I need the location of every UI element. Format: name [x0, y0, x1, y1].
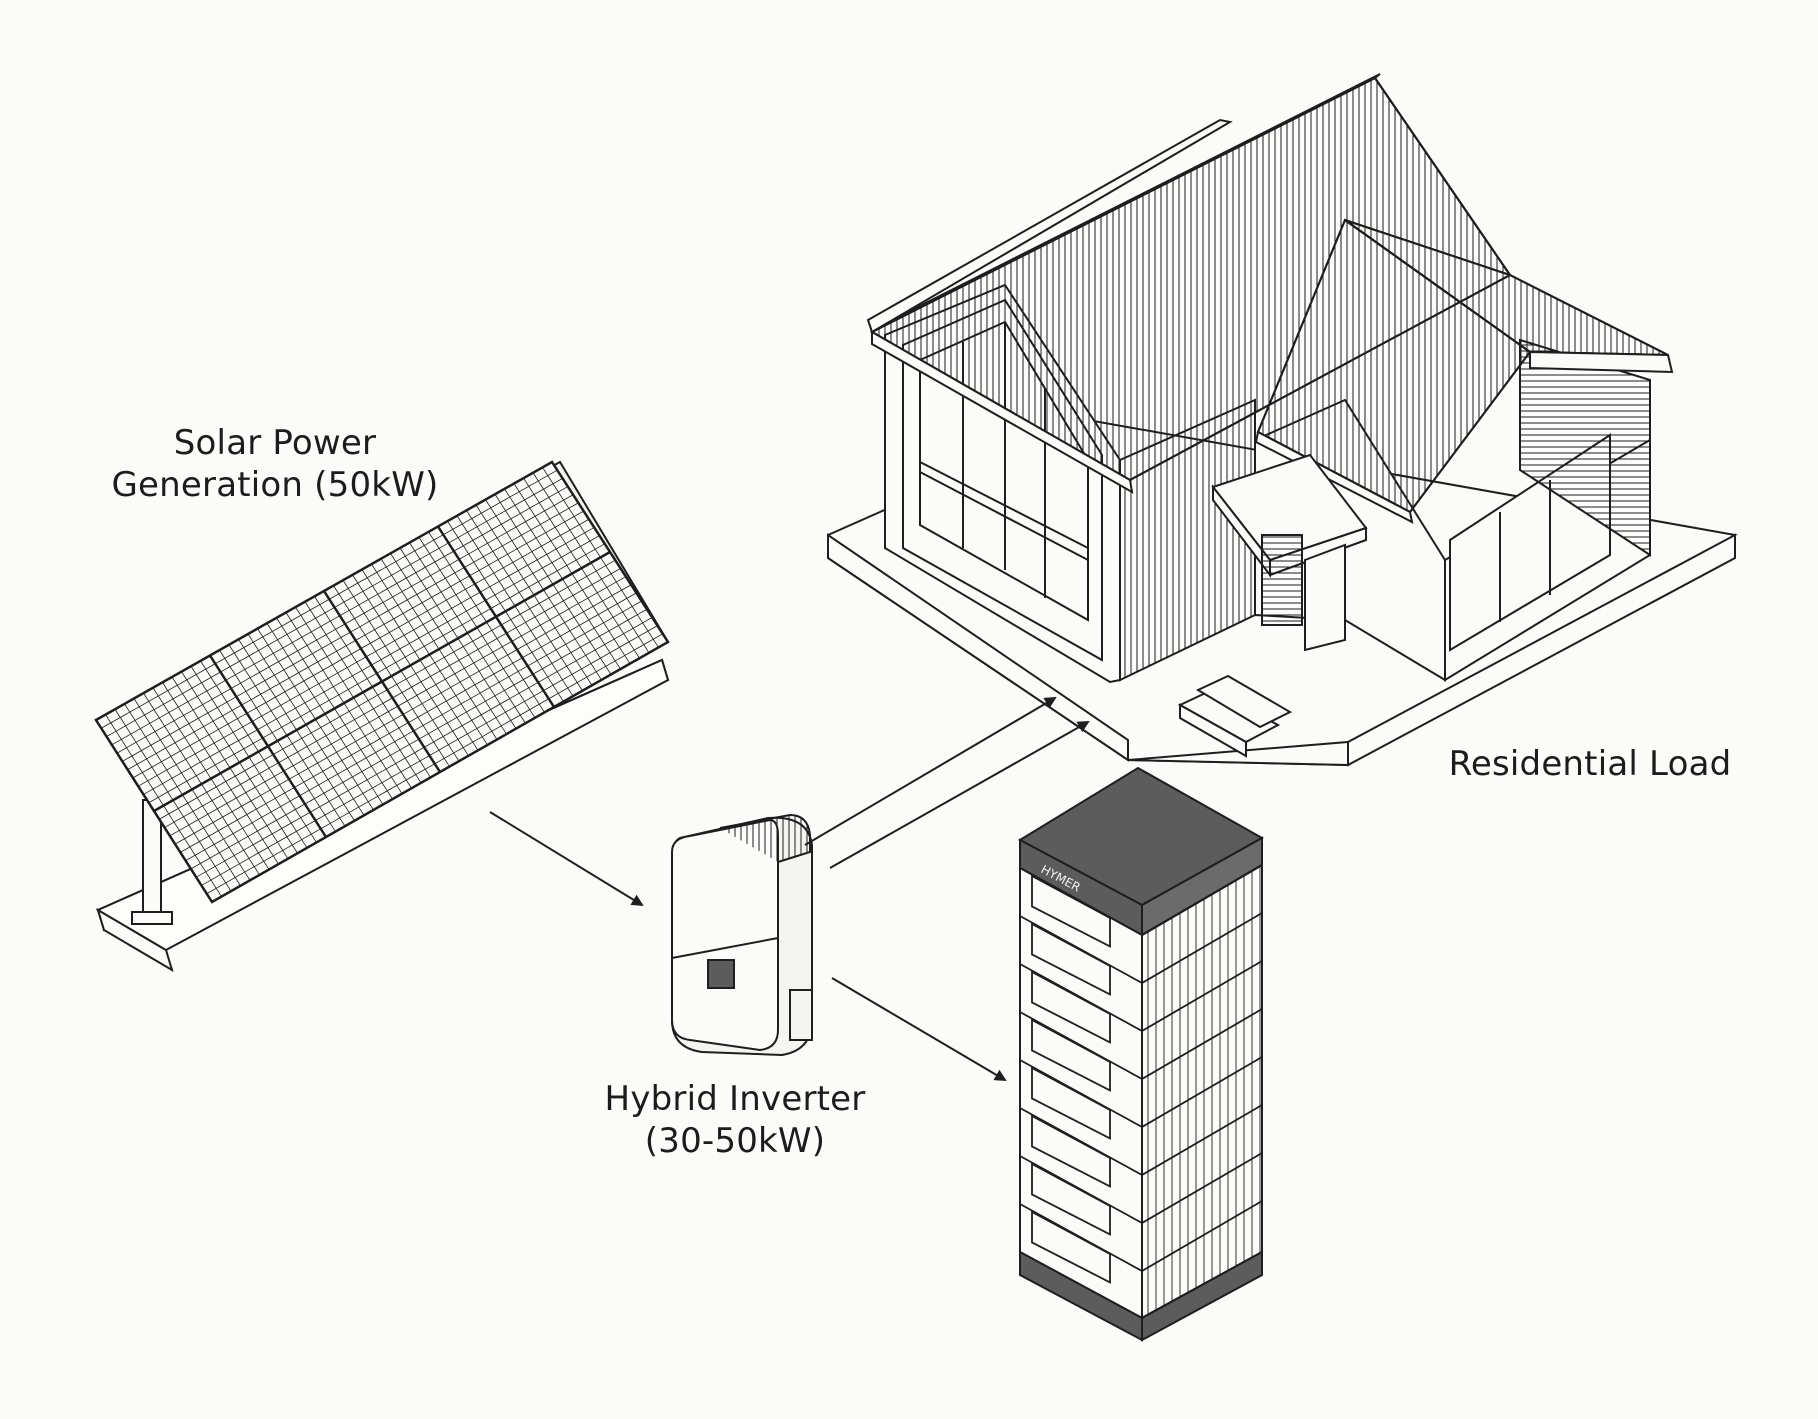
solar-cell-line	[127, 510, 584, 770]
battery-module	[1031, 1066, 1111, 1140]
solar-cell-line	[201, 625, 658, 886]
battery-module-separator	[1019, 1056, 1263, 1129]
inverter-label: Hybrid Inverter (30-50kW)	[585, 1078, 885, 1162]
solar-cell-line	[122, 502, 579, 762]
solar-cell-line	[190, 608, 648, 870]
solar-cell-line	[174, 584, 632, 845]
solar-cell-line	[137, 527, 595, 787]
battery-module-separator	[1019, 960, 1263, 1033]
flow-arrows	[489, 696, 1090, 1082]
battery-module	[1031, 1210, 1111, 1284]
battery-module	[1031, 970, 1111, 1044]
battery-module	[1031, 1018, 1111, 1092]
solar-panel-icon	[94, 460, 670, 973]
solar-cell-line	[195, 617, 653, 878]
battery-module-separator	[1019, 1200, 1263, 1273]
solar-cell-line	[143, 535, 600, 795]
solar-cell-line	[180, 592, 637, 853]
solar-label-line-1: Solar Power	[173, 423, 377, 463]
inverter-label-line-2: (30-50kW)	[644, 1121, 826, 1161]
battery-module-separator	[1019, 1104, 1263, 1177]
solar-cell-line	[153, 550, 611, 813]
solar-cell-line	[106, 478, 563, 737]
arrow-inverter-to-house-2	[829, 721, 1090, 869]
solar-cell-line	[159, 559, 616, 820]
battery-module-separator	[1019, 912, 1263, 985]
solar-cell-line	[206, 633, 663, 895]
arrow-solar-to-inverter	[489, 811, 644, 907]
solar-cell-line	[132, 518, 590, 779]
solar-cell-line	[116, 494, 574, 754]
solar-cell-line	[185, 600, 642, 861]
solar-cell-line	[164, 568, 621, 828]
inverter-icon	[671, 813, 813, 1057]
arrow-inverter-to-house-1	[804, 696, 1057, 846]
solar-cell-line	[101, 469, 558, 729]
inverter-label-line-1: Hybrid Inverter	[604, 1079, 866, 1119]
battery-module-separator	[1019, 1008, 1263, 1081]
battery-module	[1031, 1114, 1111, 1188]
solar-label-line-2: Generation (50kW)	[111, 465, 439, 505]
solar-cell-line	[148, 543, 605, 804]
residential-label: Residential Load	[1448, 744, 1732, 784]
battery-module-separator	[1019, 1152, 1263, 1225]
battery-stack-icon: HYMER	[1017, 766, 1265, 1342]
solar-cell-line	[169, 576, 627, 837]
solar-cell-line	[111, 486, 569, 746]
house-icon	[827, 73, 1738, 767]
battery-module	[1031, 874, 1111, 948]
arrow-inverter-to-battery	[831, 977, 1007, 1082]
battery-module	[1031, 922, 1111, 996]
solar-label: Solar Power Generation (50kW)	[95, 422, 455, 506]
battery-module	[1031, 1162, 1111, 1236]
